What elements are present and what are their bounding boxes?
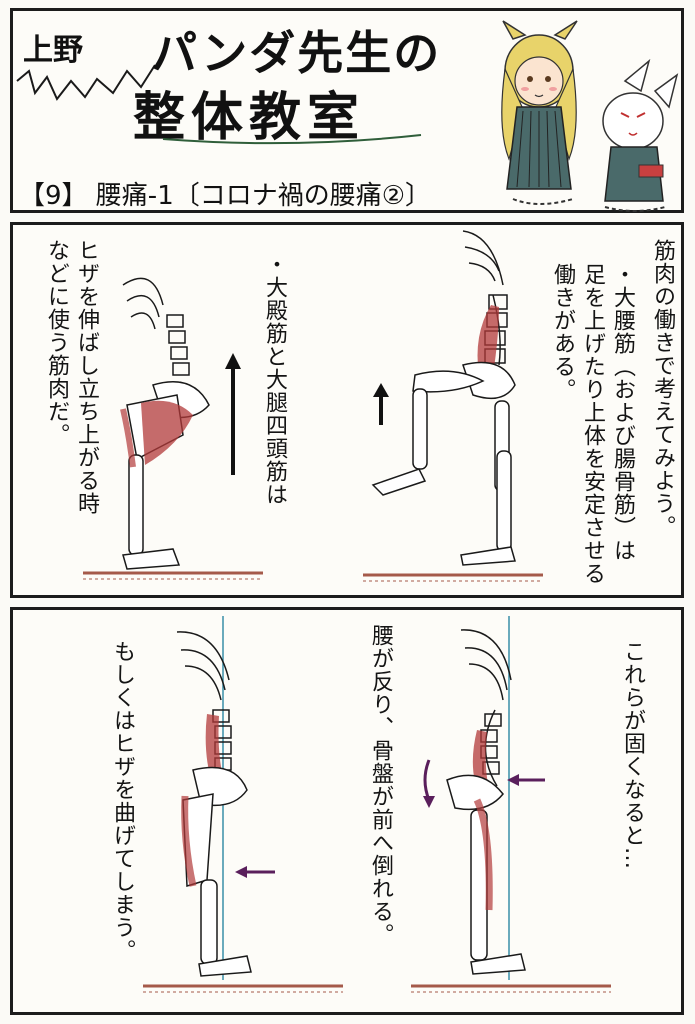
series-name-panda: パンダ先生の (151, 26, 442, 80)
text-psoas-line-3: 働きがある。 (550, 263, 575, 401)
burst-decoration (16, 64, 156, 101)
skeleton-stand-up (83, 277, 263, 580)
text-muscle-intro: 筋肉の働きで考えてみよう。 (650, 239, 675, 538)
skeleton-leg-raise (363, 230, 543, 582)
stiff-muscle-panel: これらが固くなると… 腰が反り、骨盤が前へ倒れる。 もしくはヒザを曲げてしまう。 (10, 607, 684, 1015)
text-glute-line-2: ヒザを伸ばし立ち上がる時 (74, 239, 99, 515)
fox-mask-character (602, 58, 679, 212)
text-psoas-line-1: ・大腰筋（および腸骨筋）は (610, 263, 635, 562)
skeleton-bent-knee (143, 616, 343, 993)
muscle-function-panel: 筋肉の働きで考えてみよう。 ・大腰筋（および腸骨筋）は 足を上げたり上体を安定さ… (10, 222, 684, 598)
text-knee-bend: もしくはヒザを曲げてしまう。 (110, 640, 135, 962)
chapter-title: 【9】 腰痛-1〔コロナ禍の腰痛②〕 (19, 181, 432, 211)
text-psoas-line-2: 足を上げたり上体を安定させる (580, 263, 605, 585)
series-name-clinic: 整体教室 (133, 88, 366, 148)
text-when-stiff: これらが固くなると… (620, 640, 645, 870)
text-glute-line-3: などに使う筋肉だ。 (44, 239, 69, 446)
text-glute-line-1: ・大殿筋と大腿四頭筋は (262, 253, 287, 506)
series-name-ueno: 上野 (23, 33, 83, 68)
fox-girl-character (501, 20, 578, 205)
skeleton-arched-back (411, 616, 611, 993)
title-panel: 上野 パンダ先生の 整体教室 【9】 腰痛-1〔コロナ禍の腰痛②〕 (10, 8, 684, 213)
title-underline (162, 134, 422, 145)
text-pelvis-tilt: 腰が反り、骨盤が前へ倒れる。 (368, 624, 393, 946)
